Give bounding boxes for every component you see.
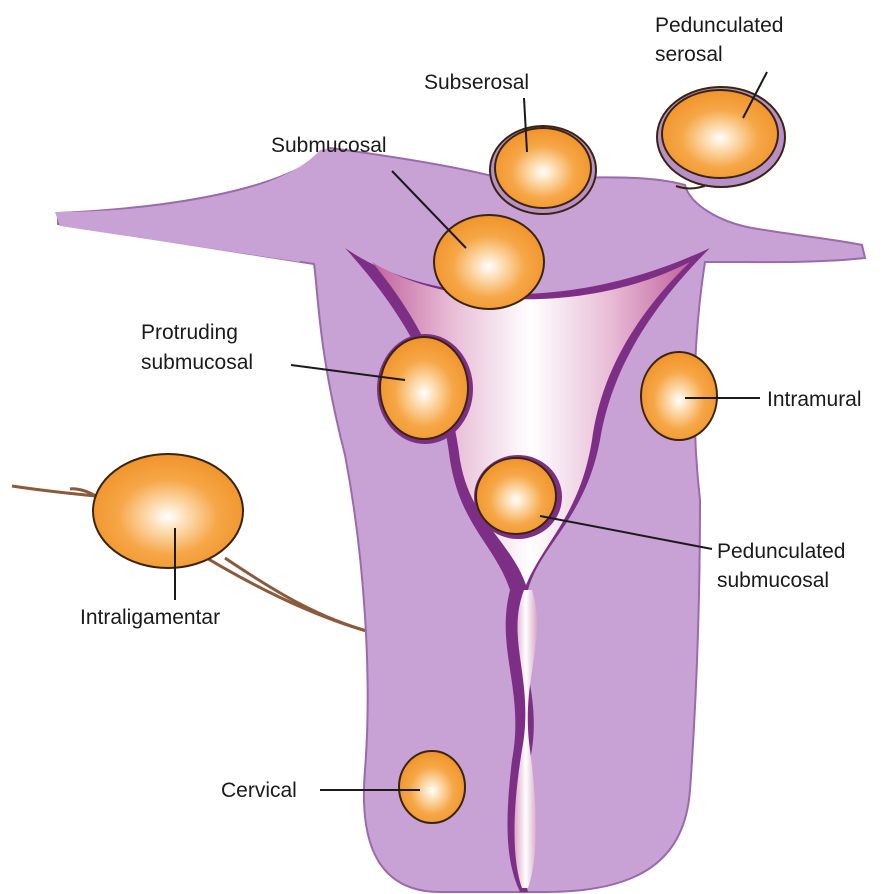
label-submucosal: Submucosal: [271, 134, 387, 157]
label-subserosal: Subserosal: [424, 71, 529, 94]
label-pedunculated-serosal: Pedunculated serosal: [655, 14, 789, 66]
fibroid-pedunculated-serosal: [657, 87, 785, 188]
left-horn: [55, 148, 330, 262]
fibroid-intraligamentar: [93, 454, 243, 568]
fibroid-pedunculated-submucosal: [474, 455, 562, 539]
fibroid-subserosal: [490, 126, 596, 214]
label-intraligamentar: Intraligamentar: [80, 606, 220, 629]
label-cervical: Cervical: [221, 779, 297, 802]
fibroid-cervical: [399, 751, 465, 823]
label-protruding-submucosal: Protruding submucosal: [141, 321, 253, 374]
fibroid-submucosal: [434, 215, 544, 309]
fibroid-intramural: [641, 352, 717, 440]
label-pedunculated-submucosal: Pedunculated submucosal: [717, 540, 851, 592]
fibroid-protruding-submucosal: [377, 334, 473, 444]
label-intramural: Intramural: [767, 388, 862, 411]
